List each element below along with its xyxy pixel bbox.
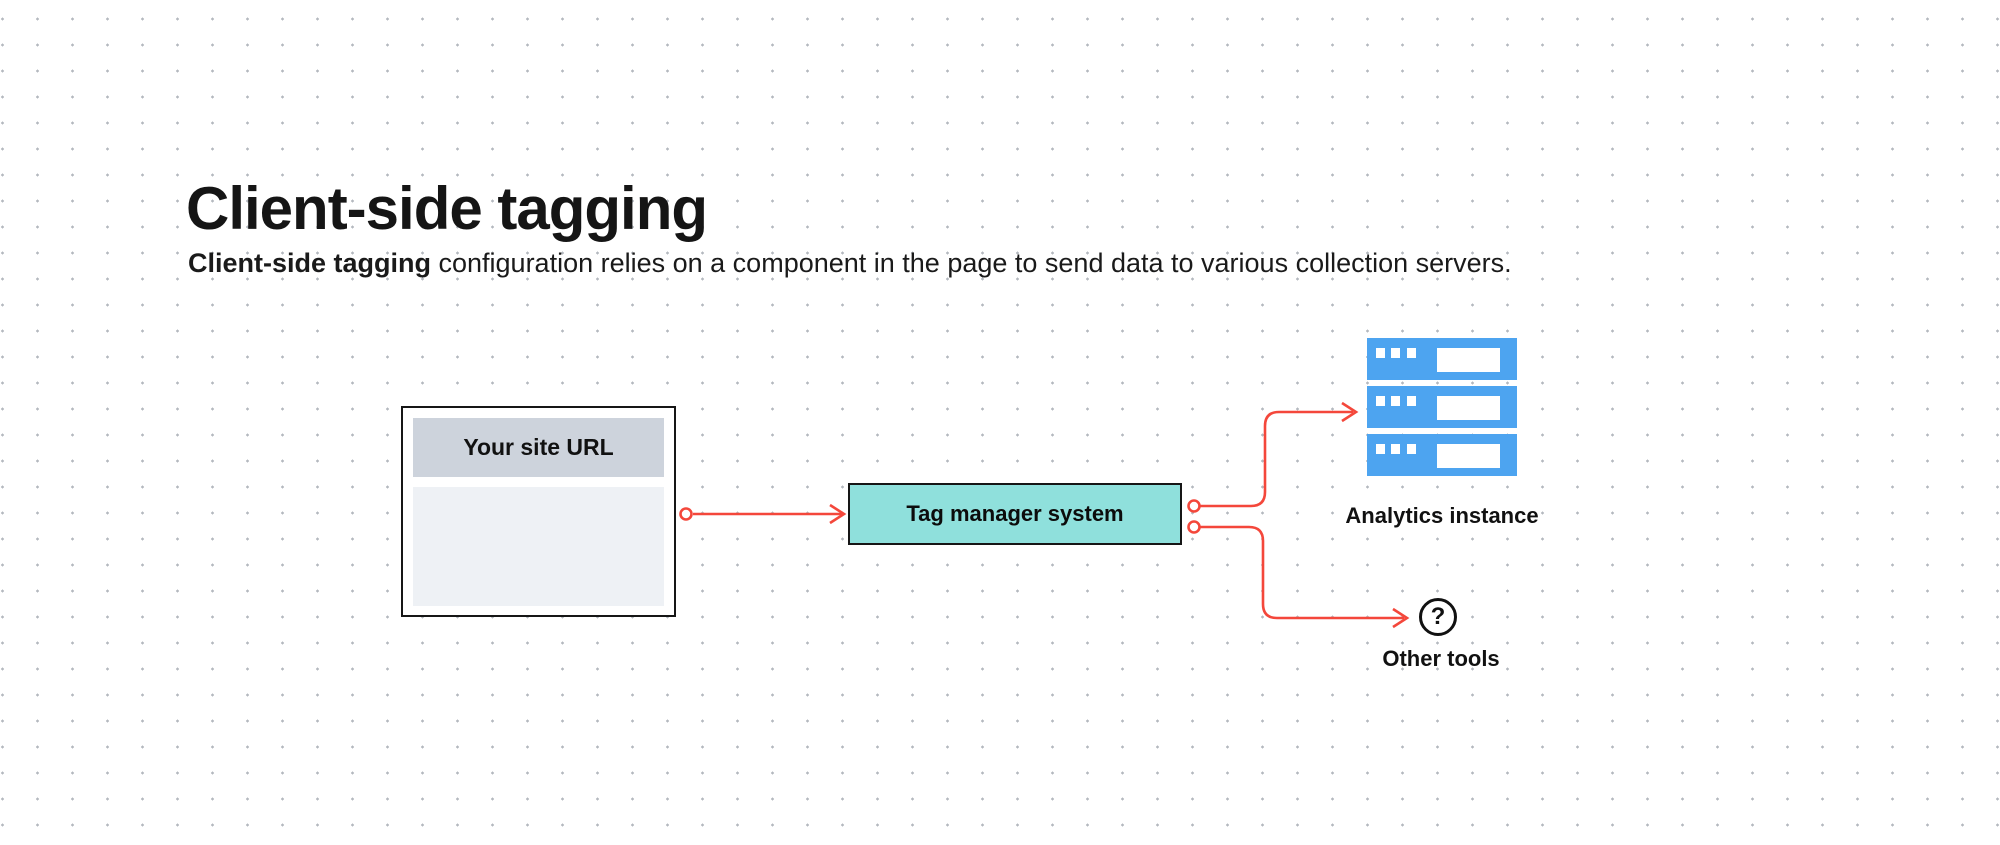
question-glyph: ? (1430, 603, 1446, 630)
tag-manager-label: Tag manager system (906, 501, 1124, 526)
site-url-box: Your site URL (401, 406, 676, 617)
connector-node-analytics (1187, 499, 1201, 513)
server-bar (1367, 434, 1517, 476)
site-page-body (413, 487, 664, 606)
question-mark-icon: ? (1419, 598, 1457, 636)
arrowhead-tagmanager-to-analytics (1341, 401, 1359, 423)
page-title: Client-side tagging (186, 175, 708, 243)
arrowhead-tagmanager-to-othertools (1392, 607, 1410, 629)
connector-node-site (679, 507, 693, 521)
server-bar (1367, 386, 1517, 428)
page-subtitle: Client-side tagging configuration relies… (188, 246, 1512, 280)
server-bar (1367, 338, 1517, 380)
subtitle-bold-phrase: Client-side tagging (188, 248, 431, 278)
arrow-tagmanager-to-othertools (1200, 525, 1404, 620)
arrow-tagmanager-to-analytics (1200, 410, 1353, 508)
tag-manager-box: Tag manager system (848, 483, 1182, 545)
server-stack-icon (1367, 338, 1517, 482)
site-url-header: Your site URL (413, 418, 664, 477)
arrowhead-site-to-tagmanager (829, 503, 847, 525)
analytics-instance-label: Analytics instance (1345, 503, 1539, 528)
site-url-label: Your site URL (463, 434, 614, 460)
subtitle-rest: configuration relies on a component in t… (431, 248, 1512, 278)
connector-node-othertools (1187, 520, 1201, 534)
other-tools-label: Other tools (1382, 646, 1500, 671)
